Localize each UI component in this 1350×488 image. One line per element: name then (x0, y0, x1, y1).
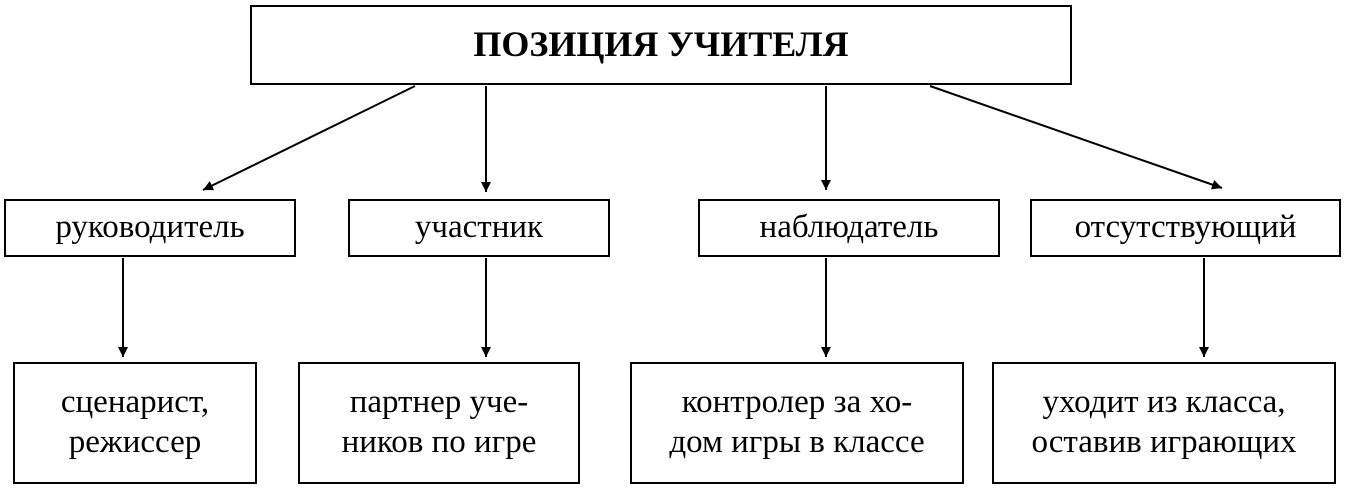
leaf-observer-text: контролер за хо- дом игры в классе (669, 384, 925, 460)
root-node-teacher-position: ПОЗИЦИЯ УЧИТЕЛЯ (250, 5, 1072, 85)
node-absent-label: отсутствующий (1074, 209, 1297, 246)
leaf-absent-text: уходит из класса, оставив играющих (1031, 384, 1297, 460)
leaf-manager-description: сценарист, режиссер (13, 362, 257, 484)
arrow-root-to-absent (929, 85, 1223, 190)
node-participant-label: участник (414, 209, 544, 246)
node-manager: руководитель (4, 199, 296, 257)
leaf-manager-text: сценарист, режиссер (60, 384, 210, 460)
leaf-participant-description: партнер уче- ников по игре (298, 362, 580, 484)
arrow-root-to-manager (202, 85, 416, 191)
root-node-label: ПОЗИЦИЯ УЧИТЕЛЯ (473, 24, 849, 65)
leaf-observer-description: контролер за хо- дом игры в классе (630, 362, 964, 484)
leaf-participant-text: партнер уче- ников по игре (341, 384, 537, 460)
node-participant: участник (348, 199, 610, 257)
leaf-absent-description: уходит из класса, оставив играющих (992, 362, 1336, 484)
node-manager-label: руководитель (55, 209, 245, 246)
node-observer-label: наблюдатель (759, 209, 939, 246)
node-observer: наблюдатель (698, 199, 1000, 257)
node-absent: отсутствующий (1030, 199, 1341, 257)
